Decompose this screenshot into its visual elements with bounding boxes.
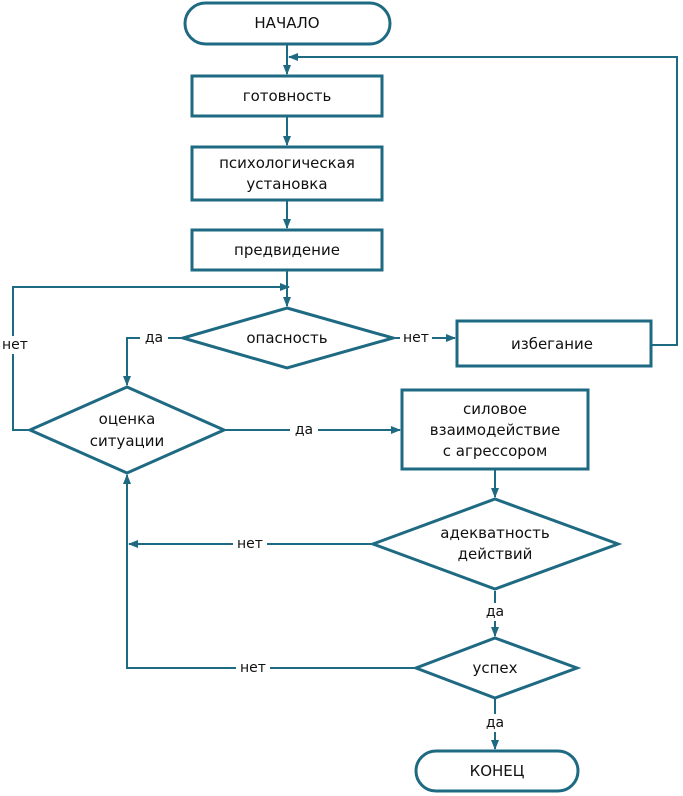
node-psychological-set: психологическая установка	[190, 145, 384, 202]
node-force-line-3: с агрессором	[443, 442, 548, 460]
node-situation-assessment: оценка ситуации	[26, 385, 228, 475]
node-force-interaction: силовое взаимодействие с агрессором	[400, 388, 590, 471]
node-adequacy-line-1: адекватность	[440, 524, 549, 542]
node-adequacy-line-2: действий	[458, 545, 533, 563]
node-start: НАЧАЛО	[183, 1, 392, 46]
node-force-line-2: взаимодействие	[430, 421, 560, 439]
node-readiness-label: готовность	[243, 87, 332, 105]
node-psych-line-2: установка	[246, 175, 327, 193]
node-foresight: предвидение	[190, 228, 384, 272]
label-assess-yes: да	[295, 422, 313, 438]
node-adequacy: адекватность действий	[368, 497, 623, 591]
edge-assess-no-loop	[12, 283, 290, 431]
label-assess-no: нет	[2, 337, 28, 353]
node-assess-line-2: ситуации	[90, 432, 165, 450]
node-avoidance-label: избегание	[511, 335, 593, 353]
node-avoidance: избегание	[455, 319, 653, 368]
label-success-no: нет	[240, 660, 266, 676]
label-success-yes: да	[486, 715, 504, 731]
node-end-label: КОНЕЦ	[470, 762, 525, 780]
node-danger-label: опасность	[246, 329, 327, 347]
node-foresight-label: предвидение	[234, 241, 340, 259]
label-adequacy-no: нет	[237, 536, 263, 552]
node-assess-line-1: оценка	[99, 410, 156, 428]
edge-avoidance-loop	[288, 53, 678, 346]
label-adequacy-yes: да	[486, 604, 504, 620]
edge-success-no-back	[123, 474, 416, 669]
node-start-label: НАЧАЛО	[254, 14, 319, 32]
edge-labels: да нет нет да нет да нет да	[2, 328, 509, 732]
node-readiness: готовность	[190, 74, 384, 118]
node-success: успех	[411, 636, 582, 700]
node-psych-line-1: психологическая	[219, 154, 355, 172]
node-end: КОНЕЦ	[414, 749, 580, 793]
label-danger-no: нет	[403, 330, 429, 346]
node-success-label: успех	[472, 659, 517, 677]
node-force-line-1: силовое	[463, 400, 527, 418]
nodes: НАЧАЛО готовность психологическая устано…	[26, 1, 653, 793]
label-danger-yes: да	[145, 330, 163, 346]
node-danger: опасность	[177, 306, 399, 370]
